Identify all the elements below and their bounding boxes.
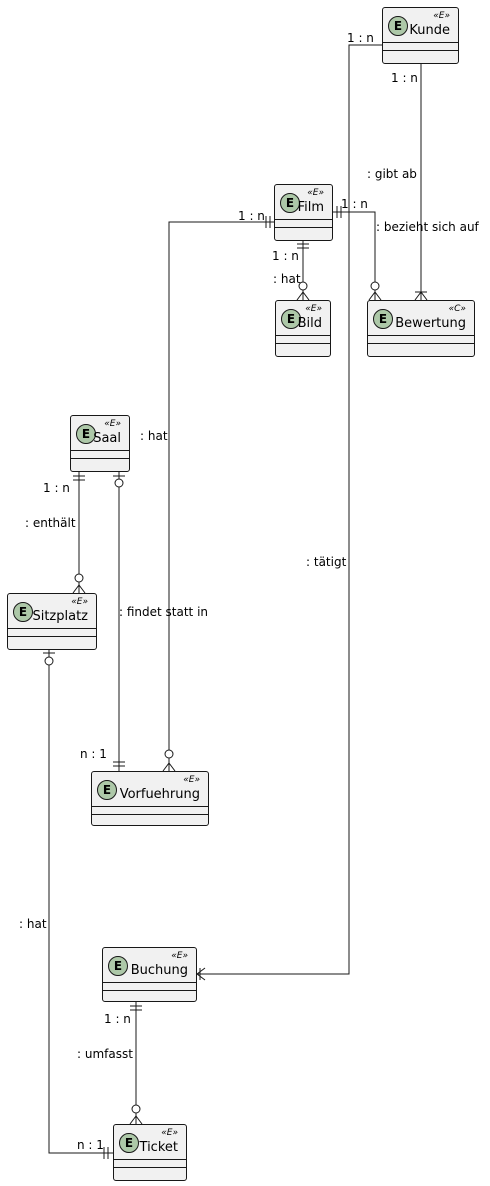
relation-label-kunde-buchung: : tätigt — [306, 555, 347, 569]
stereotype: «E» — [71, 597, 88, 607]
cardinality-film-vorfuehrung: 1 : n — [238, 209, 265, 223]
entity-buchung[interactable]: E «E» Buchung — [102, 947, 197, 1002]
entity-name: Buchung — [130, 963, 188, 978]
entity-bewertung[interactable]: E «C» Bewertung — [367, 300, 475, 357]
divider — [276, 335, 330, 336]
entity-name: Saal — [93, 431, 121, 446]
relation-line-film-bewertung — [333, 211, 376, 300]
relation-label-buchung-ticket: : umfasst — [77, 1047, 133, 1061]
cardinality-saal-vorfuehrung: n : 1 — [80, 747, 107, 761]
entity-name: Film — [297, 200, 324, 215]
divider — [92, 814, 208, 815]
stereotype: «E» — [305, 304, 322, 314]
relation-line-film-vorfuehrung — [168, 221, 274, 771]
entity-vorfuehrung[interactable]: E «E» Vorfuehrung — [91, 771, 209, 826]
entity-saal[interactable]: E «E» Saal — [70, 415, 130, 472]
entity-ticket[interactable]: E «E» Ticket — [113, 1124, 187, 1181]
relation-label-saal-vorfuehrung: : findet statt in — [119, 605, 209, 619]
entity-film[interactable]: E «E» Film — [274, 184, 333, 241]
divider — [103, 990, 196, 991]
divider — [8, 628, 96, 629]
stereotype: «C» — [448, 304, 466, 314]
cardinality-kunde-buchung: 1 : n — [347, 31, 374, 45]
stereotype: «E» — [161, 1128, 178, 1138]
entity-name: Bild — [297, 316, 322, 331]
cardinality-sitzplatz-ticket: n : 1 — [77, 1138, 104, 1152]
divider — [114, 1167, 186, 1168]
entity-badge-icon: E — [76, 424, 96, 444]
relation-line-kunde-buchung — [197, 44, 382, 975]
entity-badge-icon: E — [281, 309, 301, 329]
divider — [8, 636, 96, 637]
cardinality-buchung-ticket: 1 : n — [104, 1012, 131, 1026]
divider — [71, 450, 129, 451]
divider — [275, 227, 332, 228]
divider — [114, 1159, 186, 1160]
relation-label-film-bewertung: : bezieht sich auf — [376, 220, 479, 234]
divider — [383, 50, 458, 51]
entity-bild[interactable]: E «E» Bild — [275, 300, 331, 357]
cardinality-saal-sitzplatz: 1 : n — [43, 481, 70, 495]
stereotype: «E» — [433, 11, 450, 21]
cardinality-film-bewertung: 1 : n — [341, 197, 368, 211]
relation-label-saal-sitzplatz: : enthält — [25, 516, 76, 530]
cardinality-kunde-bewertung: 1 : n — [391, 71, 418, 85]
relation-label-film-bild: : hat — [273, 272, 301, 286]
stereotype: «E» — [183, 775, 200, 785]
divider — [368, 343, 474, 344]
entity-badge-icon: E — [13, 602, 33, 622]
entity-name: Ticket — [139, 1140, 178, 1155]
relation-label-film-vorfuehrung: : hat — [140, 429, 168, 443]
divider — [368, 335, 474, 336]
entity-badge-icon: E — [388, 16, 408, 36]
relation-line-sitzplatz-ticket — [48, 649, 113, 1154]
divider — [275, 219, 332, 220]
entity-name: Vorfuehrung — [119, 787, 200, 802]
entity-kunde[interactable]: E «E» Kunde — [382, 7, 459, 64]
divider — [71, 458, 129, 459]
entity-name: Kunde — [409, 23, 450, 38]
stereotype: «E» — [171, 951, 188, 961]
entity-badge-icon: E — [280, 193, 300, 213]
divider — [383, 42, 458, 43]
entity-badge-icon: E — [108, 956, 128, 976]
divider — [92, 806, 208, 807]
entity-name: Sitzplatz — [32, 609, 88, 624]
stereotype: «E» — [104, 419, 121, 429]
stereotype: «E» — [307, 188, 324, 198]
divider — [103, 982, 196, 983]
entity-badge-icon: E — [119, 1133, 139, 1153]
cardinality-film-bild: 1 : n — [272, 249, 299, 263]
class-badge-icon: E — [373, 309, 393, 329]
entity-name: Bewertung — [395, 316, 466, 331]
entity-sitzplatz[interactable]: E «E» Sitzplatz — [7, 593, 97, 650]
relation-label-kunde-bewertung: : gibt ab — [367, 167, 417, 181]
crow-foot-buchung — [196, 967, 206, 975]
entity-badge-icon: E — [97, 780, 117, 800]
relation-label-sitzplatz-ticket: : hat — [19, 917, 47, 931]
divider — [276, 343, 330, 344]
